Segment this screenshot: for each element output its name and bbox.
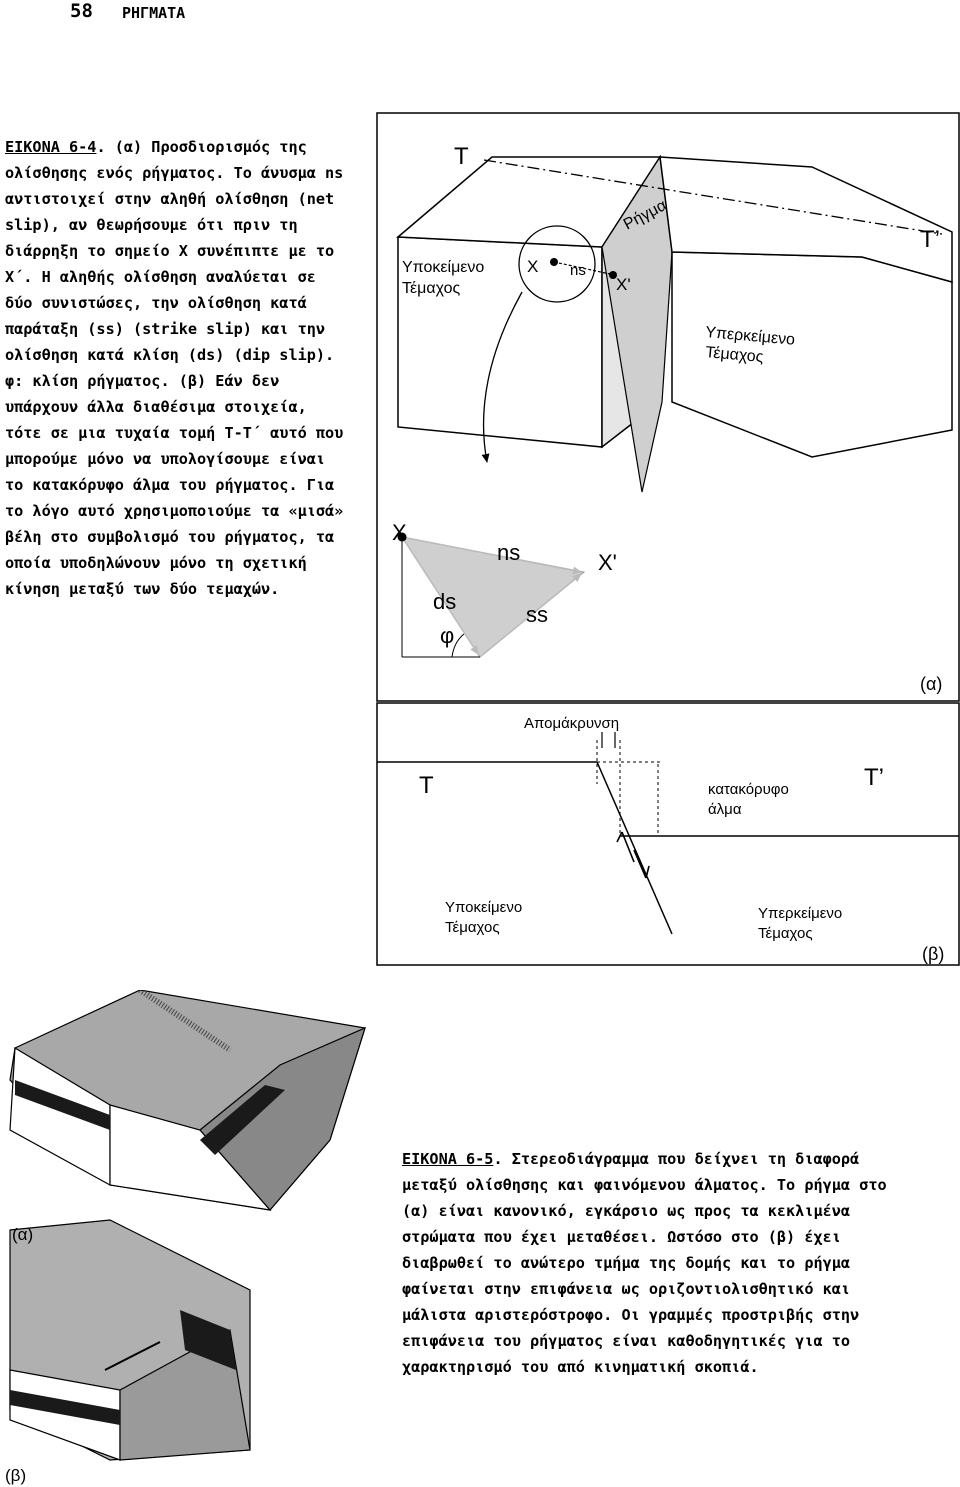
dip-angle-arc bbox=[451, 633, 465, 658]
fault-plane bbox=[601, 155, 673, 493]
ns-line bbox=[553, 261, 611, 275]
label-t: T bbox=[454, 143, 469, 170]
figure-6-4-panel-b: Απομάκρυνση T T’ κατακόρυφο άλμα Υποκείμ… bbox=[376, 702, 960, 966]
block-b-dark-stratum-right bbox=[180, 1310, 236, 1370]
half-arrow-up bbox=[621, 831, 635, 863]
label-t-prime: T’ bbox=[864, 764, 884, 791]
label-separation: Απομάκρυνση bbox=[524, 715, 619, 732]
label-throw-2: άλμα bbox=[708, 801, 742, 818]
figure-6-4-panel-a: T T’ Ρήγμα Υποκείμενο Τέμαχος Υπερκείμεν… bbox=[376, 112, 960, 702]
ns-vector bbox=[401, 536, 582, 575]
label-x-prime: X' bbox=[616, 275, 631, 294]
figure-6-5-block-diagrams: (α) (β) bbox=[5, 990, 366, 1485]
detail-label-ss: ss bbox=[526, 602, 548, 627]
figure-6-5-caption: ΕΙΚΟΝΑ 6-5. Στερεοδιάγραμμα που δείχνει … bbox=[402, 1146, 922, 1380]
detail-label-x: X bbox=[392, 520, 407, 545]
panel-b-frame bbox=[376, 702, 960, 966]
label-footwall-2: Τέμαχος bbox=[445, 919, 500, 936]
block-a-side bbox=[199, 1026, 366, 1211]
detail-label-phi: φ bbox=[440, 623, 454, 648]
label-t: T bbox=[419, 772, 434, 799]
half-arrow-down bbox=[633, 849, 647, 879]
block-a-dark-stratum-right bbox=[200, 1085, 285, 1155]
half-arrow-up-head bbox=[616, 831, 623, 843]
running-head: ΡΗΓΜΑΤΑ bbox=[122, 4, 186, 22]
label-footwall-2: Τέμαχος bbox=[402, 280, 460, 297]
block-a-dark-stratum-left bbox=[15, 1080, 110, 1130]
hangingwall-top-face bbox=[659, 156, 953, 283]
detail-label-ns: ns bbox=[497, 540, 520, 565]
ds-vector bbox=[401, 536, 479, 655]
label-hangingwall-2: Τέμαχος bbox=[758, 925, 813, 942]
point-x-prime bbox=[609, 271, 617, 279]
label-t-prime: T’ bbox=[920, 226, 940, 253]
half-arrow-down-head bbox=[645, 865, 650, 879]
detail-arrow bbox=[481, 291, 523, 463]
label-footwall-1: Υποκείμενο bbox=[445, 899, 522, 916]
label-hangingwall-2: Τέμαχος bbox=[705, 344, 765, 366]
block-a-fault-scarp bbox=[138, 990, 232, 1053]
figure-6-5-label: ΕΙΚΟΝΑ 6-5 bbox=[402, 1150, 494, 1168]
block-b-label: (β) bbox=[5, 1466, 26, 1485]
label-x: X bbox=[527, 257, 538, 276]
block-a-label: (α) bbox=[12, 1225, 33, 1244]
label-throw-1: κατακόρυφο bbox=[708, 781, 789, 798]
page-number: 58 bbox=[70, 0, 93, 22]
page-header: 58 ΡΗΓΜΑΤΑ bbox=[0, 0, 960, 30]
figure-6-4-caption-text: . (α) Προσδιορισμός της ολίσθησης ενός ρ… bbox=[5, 138, 344, 598]
slip-circle bbox=[518, 225, 596, 303]
block-b-slip-arrow bbox=[104, 1341, 161, 1371]
figure-6-4-caption: ΕΙΚΟΝΑ 6-4. (α) Προσδιορισμός της ολίσθη… bbox=[5, 134, 350, 602]
panel-a-label: (α) bbox=[920, 674, 942, 694]
ss-vector bbox=[479, 573, 582, 658]
label-hangingwall-1: Υπερκείμενο bbox=[758, 905, 842, 922]
detail-label-ds: ds bbox=[433, 589, 456, 614]
figure-6-4-label: ΕΙΚΟΝΑ 6-4 bbox=[5, 138, 97, 156]
label-ns-small: ns bbox=[570, 262, 586, 279]
panel-a-frame bbox=[376, 112, 960, 702]
detail-label-x-prime: X' bbox=[598, 550, 617, 575]
section-line bbox=[483, 159, 943, 235]
fault-trace bbox=[596, 761, 673, 935]
label-footwall-1: Υποκείμενο bbox=[402, 259, 484, 276]
figure-6-5-caption-text: . Στερεοδιάγραμμα που δείχνει τη διαφορά… bbox=[402, 1150, 887, 1376]
panel-b-label: (β) bbox=[922, 944, 944, 964]
block-b-dark-stratum-left bbox=[10, 1390, 120, 1425]
